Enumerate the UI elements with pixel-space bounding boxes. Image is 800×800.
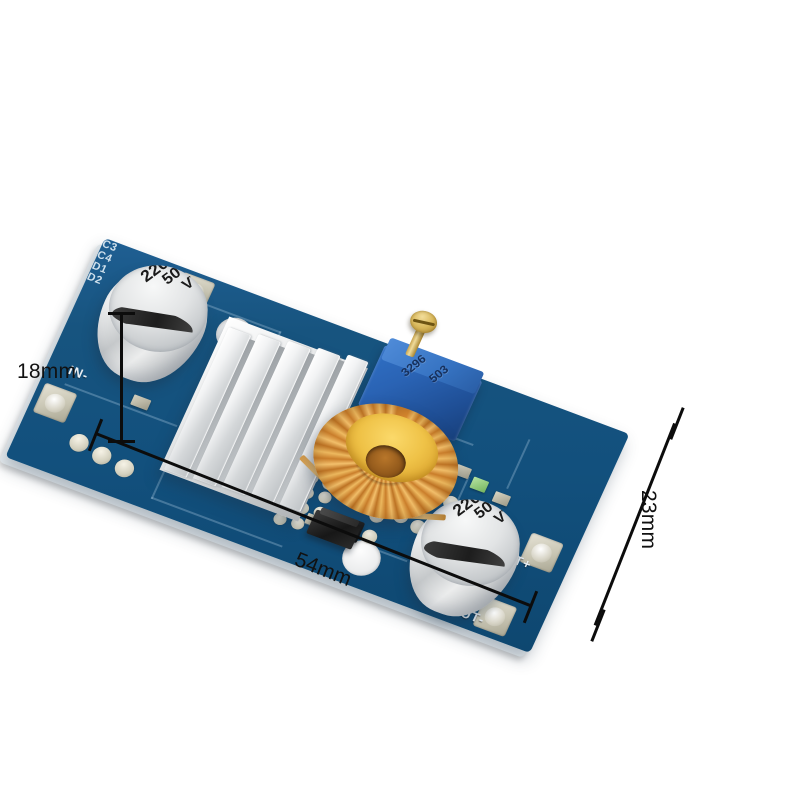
dimension-line-length <box>94 432 532 608</box>
dimension-label-width: 23mm <box>637 490 660 550</box>
mounting-pad-in <box>32 382 78 424</box>
dimension-tick-right <box>522 590 539 624</box>
dimension-54mm <box>87 418 576 647</box>
trimpot-adjust-screw[interactable] <box>406 307 441 337</box>
dimension-label-height: 18mm <box>17 360 77 383</box>
dimension-tick-top <box>108 312 135 315</box>
through-hole-pad <box>66 431 92 455</box>
dimension-line-vertical <box>120 312 123 443</box>
dimension-23mm <box>590 407 800 664</box>
